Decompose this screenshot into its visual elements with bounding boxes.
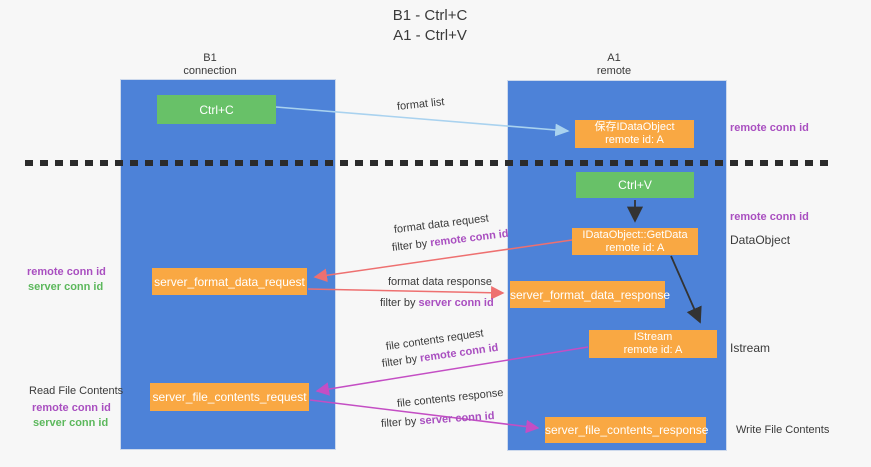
server-format-data-request-box[interactable]: server_format_data_request: [152, 268, 307, 295]
remote-conn-id-text: remote conn id: [429, 227, 510, 250]
server-conn-id-text: server conn id: [419, 410, 495, 428]
write-file-contents-label: Write File Contents: [736, 424, 829, 436]
save-idataobject-line1: 保存IDataObject: [594, 121, 675, 133]
column-b1-role: connection: [183, 65, 237, 77]
column-a1-name: A1: [607, 52, 621, 64]
filter-by-server-conn-id-label-1: filter by server conn id: [380, 297, 494, 309]
remote-conn-id-text: remote conn id: [730, 211, 809, 223]
file-contents-response-label: file contents response: [396, 387, 504, 410]
read-file-contents-text: Read File Contents: [29, 385, 124, 397]
read-file-contents-label: Read File Contents: [29, 385, 123, 397]
filter-by-prefix: filter by: [380, 415, 420, 430]
server-file-contents-request-label: server_file_contents_request: [152, 390, 307, 404]
remote-conn-id-right-mid: remote conn id: [730, 211, 809, 223]
istream-side-label: Istream: [730, 341, 770, 355]
getdata-line2: remote id: A: [605, 241, 665, 254]
filter-by-prefix: filter by: [391, 237, 431, 254]
format-list-text: format list: [396, 96, 446, 113]
save-idataobject-box[interactable]: 保存IDataObject remote id: A: [575, 120, 694, 148]
ctrl-v-box[interactable]: Ctrl+V: [576, 172, 694, 198]
remote-conn-id-text: remote conn id: [730, 122, 809, 134]
server-file-contents-response-box[interactable]: server_file_contents_response: [545, 417, 709, 443]
istream-text: Istream: [730, 341, 771, 355]
column-a1-role: remote: [596, 65, 632, 77]
server-conn-id-text: server conn id: [33, 417, 109, 429]
ctrl-v-label: Ctrl+V: [618, 178, 652, 192]
title-line-1: B1 - Ctrl+C: [392, 7, 468, 24]
format-data-response-text: format data response: [388, 276, 492, 288]
save-idataobject-line2: remote id: A: [605, 134, 664, 146]
remote-conn-id-right-top: remote conn id: [730, 122, 809, 134]
server-format-data-response-box[interactable]: server_format_data_response: [510, 281, 671, 308]
server-conn-id-left-bottom: server conn id: [33, 417, 108, 429]
column-header-a1: A1 remote: [554, 52, 674, 78]
server-conn-id-text: server conn id: [418, 297, 494, 309]
istream-line2: remote id: A: [623, 344, 683, 356]
server-file-contents-response-label: server_file_contents_response: [545, 423, 709, 437]
server-format-data-response-label: server_format_data_response: [510, 287, 671, 302]
server-conn-id-left-top: server conn id: [28, 281, 103, 293]
ctrl-c-label: Ctrl+C: [199, 102, 234, 117]
istream-line1: IStream: [633, 331, 673, 343]
idataobject-getdata-box[interactable]: IDataObject::GetData remote id: A: [572, 228, 698, 255]
istream-box[interactable]: IStream remote id: A: [589, 330, 717, 358]
write-file-contents-text: Write File Contents: [736, 424, 830, 436]
server-conn-id-text: server conn id: [28, 281, 104, 293]
ctrl-c-box[interactable]: Ctrl+C: [157, 95, 276, 124]
server-file-contents-request-box[interactable]: server_file_contents_request: [150, 383, 309, 411]
getdata-line1: IDataObject::GetData: [582, 228, 688, 241]
format-list-label: format list: [396, 96, 445, 113]
arrow-format-data-response: [307, 286, 505, 300]
server-format-data-request-label: server_format_data_request: [154, 274, 305, 289]
filter-by-server-conn-id-label-2: filter by server conn id: [381, 410, 495, 430]
remote-conn-id-text: remote conn id: [32, 402, 111, 414]
remote-conn-id-left-top: remote conn id: [27, 266, 106, 278]
dataobject-label: DataObject: [730, 233, 790, 247]
dataobject-text: DataObject: [730, 233, 791, 247]
format-data-response-label: format data response: [388, 276, 492, 288]
file-contents-response-text: file contents response: [396, 386, 505, 410]
filter-by-prefix: filter by: [381, 352, 421, 370]
title-line-2: A1 - Ctrl+V: [393, 27, 467, 44]
column-b1-name: B1: [203, 52, 217, 64]
remote-conn-id-text: remote conn id: [27, 266, 106, 278]
remote-conn-id-left-bottom: remote conn id: [32, 402, 111, 414]
page-title: B1 - Ctrl+C A1 - Ctrl+V: [290, 6, 570, 46]
filter-by-prefix: filter by: [380, 297, 419, 309]
column-header-b1: B1 connection: [150, 52, 270, 78]
